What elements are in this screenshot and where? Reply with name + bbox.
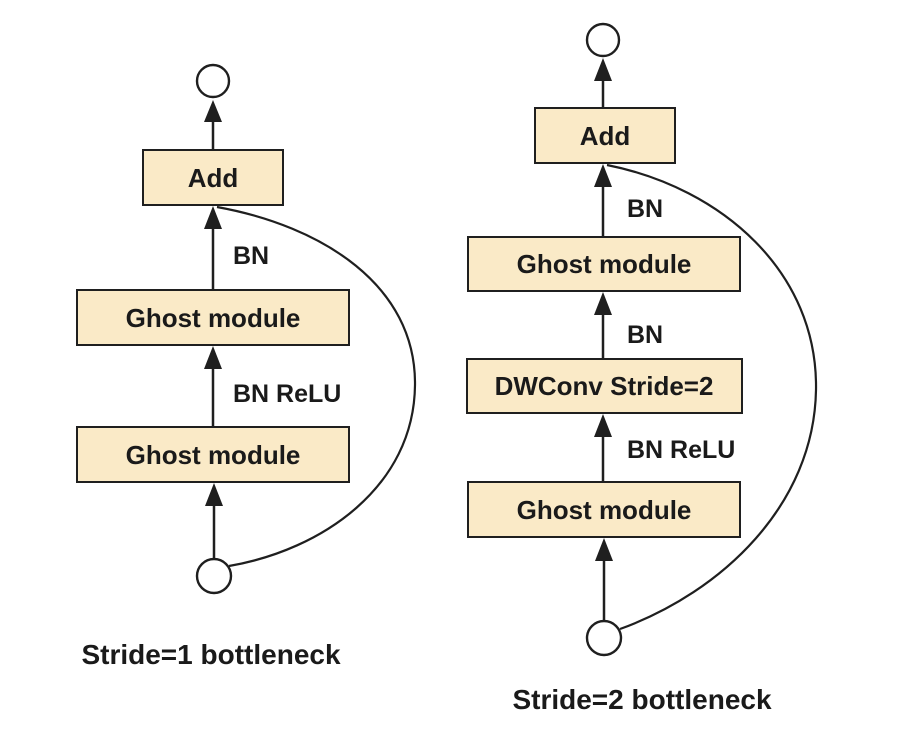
stride2-caption: Stride=2 bottleneck <box>512 684 772 715</box>
ghost-module-top-rect <box>76 289 350 346</box>
output-node-circle <box>195 63 231 99</box>
arrow-head-icon <box>204 206 222 229</box>
bn-top-edge-label: BN <box>627 195 663 223</box>
add-box: Add <box>534 107 676 164</box>
bn-relu-edge-label: BN ReLU <box>233 380 341 408</box>
arrow-head-icon <box>594 164 612 187</box>
add-box-label: Add <box>188 163 239 193</box>
bn-edge-label: BN <box>233 242 269 270</box>
skip-connection-curve <box>216 205 417 568</box>
arrow-head-icon <box>594 414 612 437</box>
add-box: Add <box>142 149 284 206</box>
ghost-module-bottom-box: Ghost module <box>76 426 350 483</box>
arrow-head-icon <box>204 100 222 122</box>
dwconv-box: DWConv Stride=2 <box>466 358 743 414</box>
skip-connection-curve <box>606 163 818 631</box>
ghost-module-top-label: Ghost module <box>126 303 301 333</box>
input-node-circle <box>195 557 233 595</box>
stride2-diagram: Add BN Ghost module BN DWConv Stride=2 <box>466 22 818 715</box>
add-box-rect <box>142 149 284 206</box>
dwconv-label: DWConv Stride=2 <box>495 371 714 401</box>
dwconv-rect <box>466 358 743 414</box>
ghost-module-top-box: Ghost module <box>467 236 741 292</box>
ghost-module-bottom-rect <box>467 481 741 538</box>
ghost-module-top-label: Ghost module <box>517 249 692 279</box>
arrow-head-icon <box>595 538 613 561</box>
arrow-head-icon <box>594 58 612 81</box>
stride1-diagram: Add BN Ghost module BN ReLU Ghost module <box>76 63 417 670</box>
ghost-module-top-box: Ghost module <box>76 289 350 346</box>
ghost-module-bottom-label: Ghost module <box>517 495 692 525</box>
output-node-circle <box>585 22 621 58</box>
ghost-module-top-rect <box>467 236 741 292</box>
arrow-head-icon <box>204 346 222 369</box>
add-box-rect <box>534 107 676 164</box>
bn-mid-edge-label: BN <box>627 321 663 349</box>
input-node-circle <box>585 619 623 657</box>
ghost-module-bottom-label: Ghost module <box>126 440 301 470</box>
arrow-head-icon <box>205 483 223 506</box>
add-box-label: Add <box>580 121 631 151</box>
ghost-module-bottom-box: Ghost module <box>467 481 741 538</box>
stride1-caption: Stride=1 bottleneck <box>81 639 341 670</box>
ghost-module-bottom-rect <box>76 426 350 483</box>
arrow-head-icon <box>594 292 612 315</box>
bn-relu-edge-label: BN ReLU <box>627 436 735 464</box>
